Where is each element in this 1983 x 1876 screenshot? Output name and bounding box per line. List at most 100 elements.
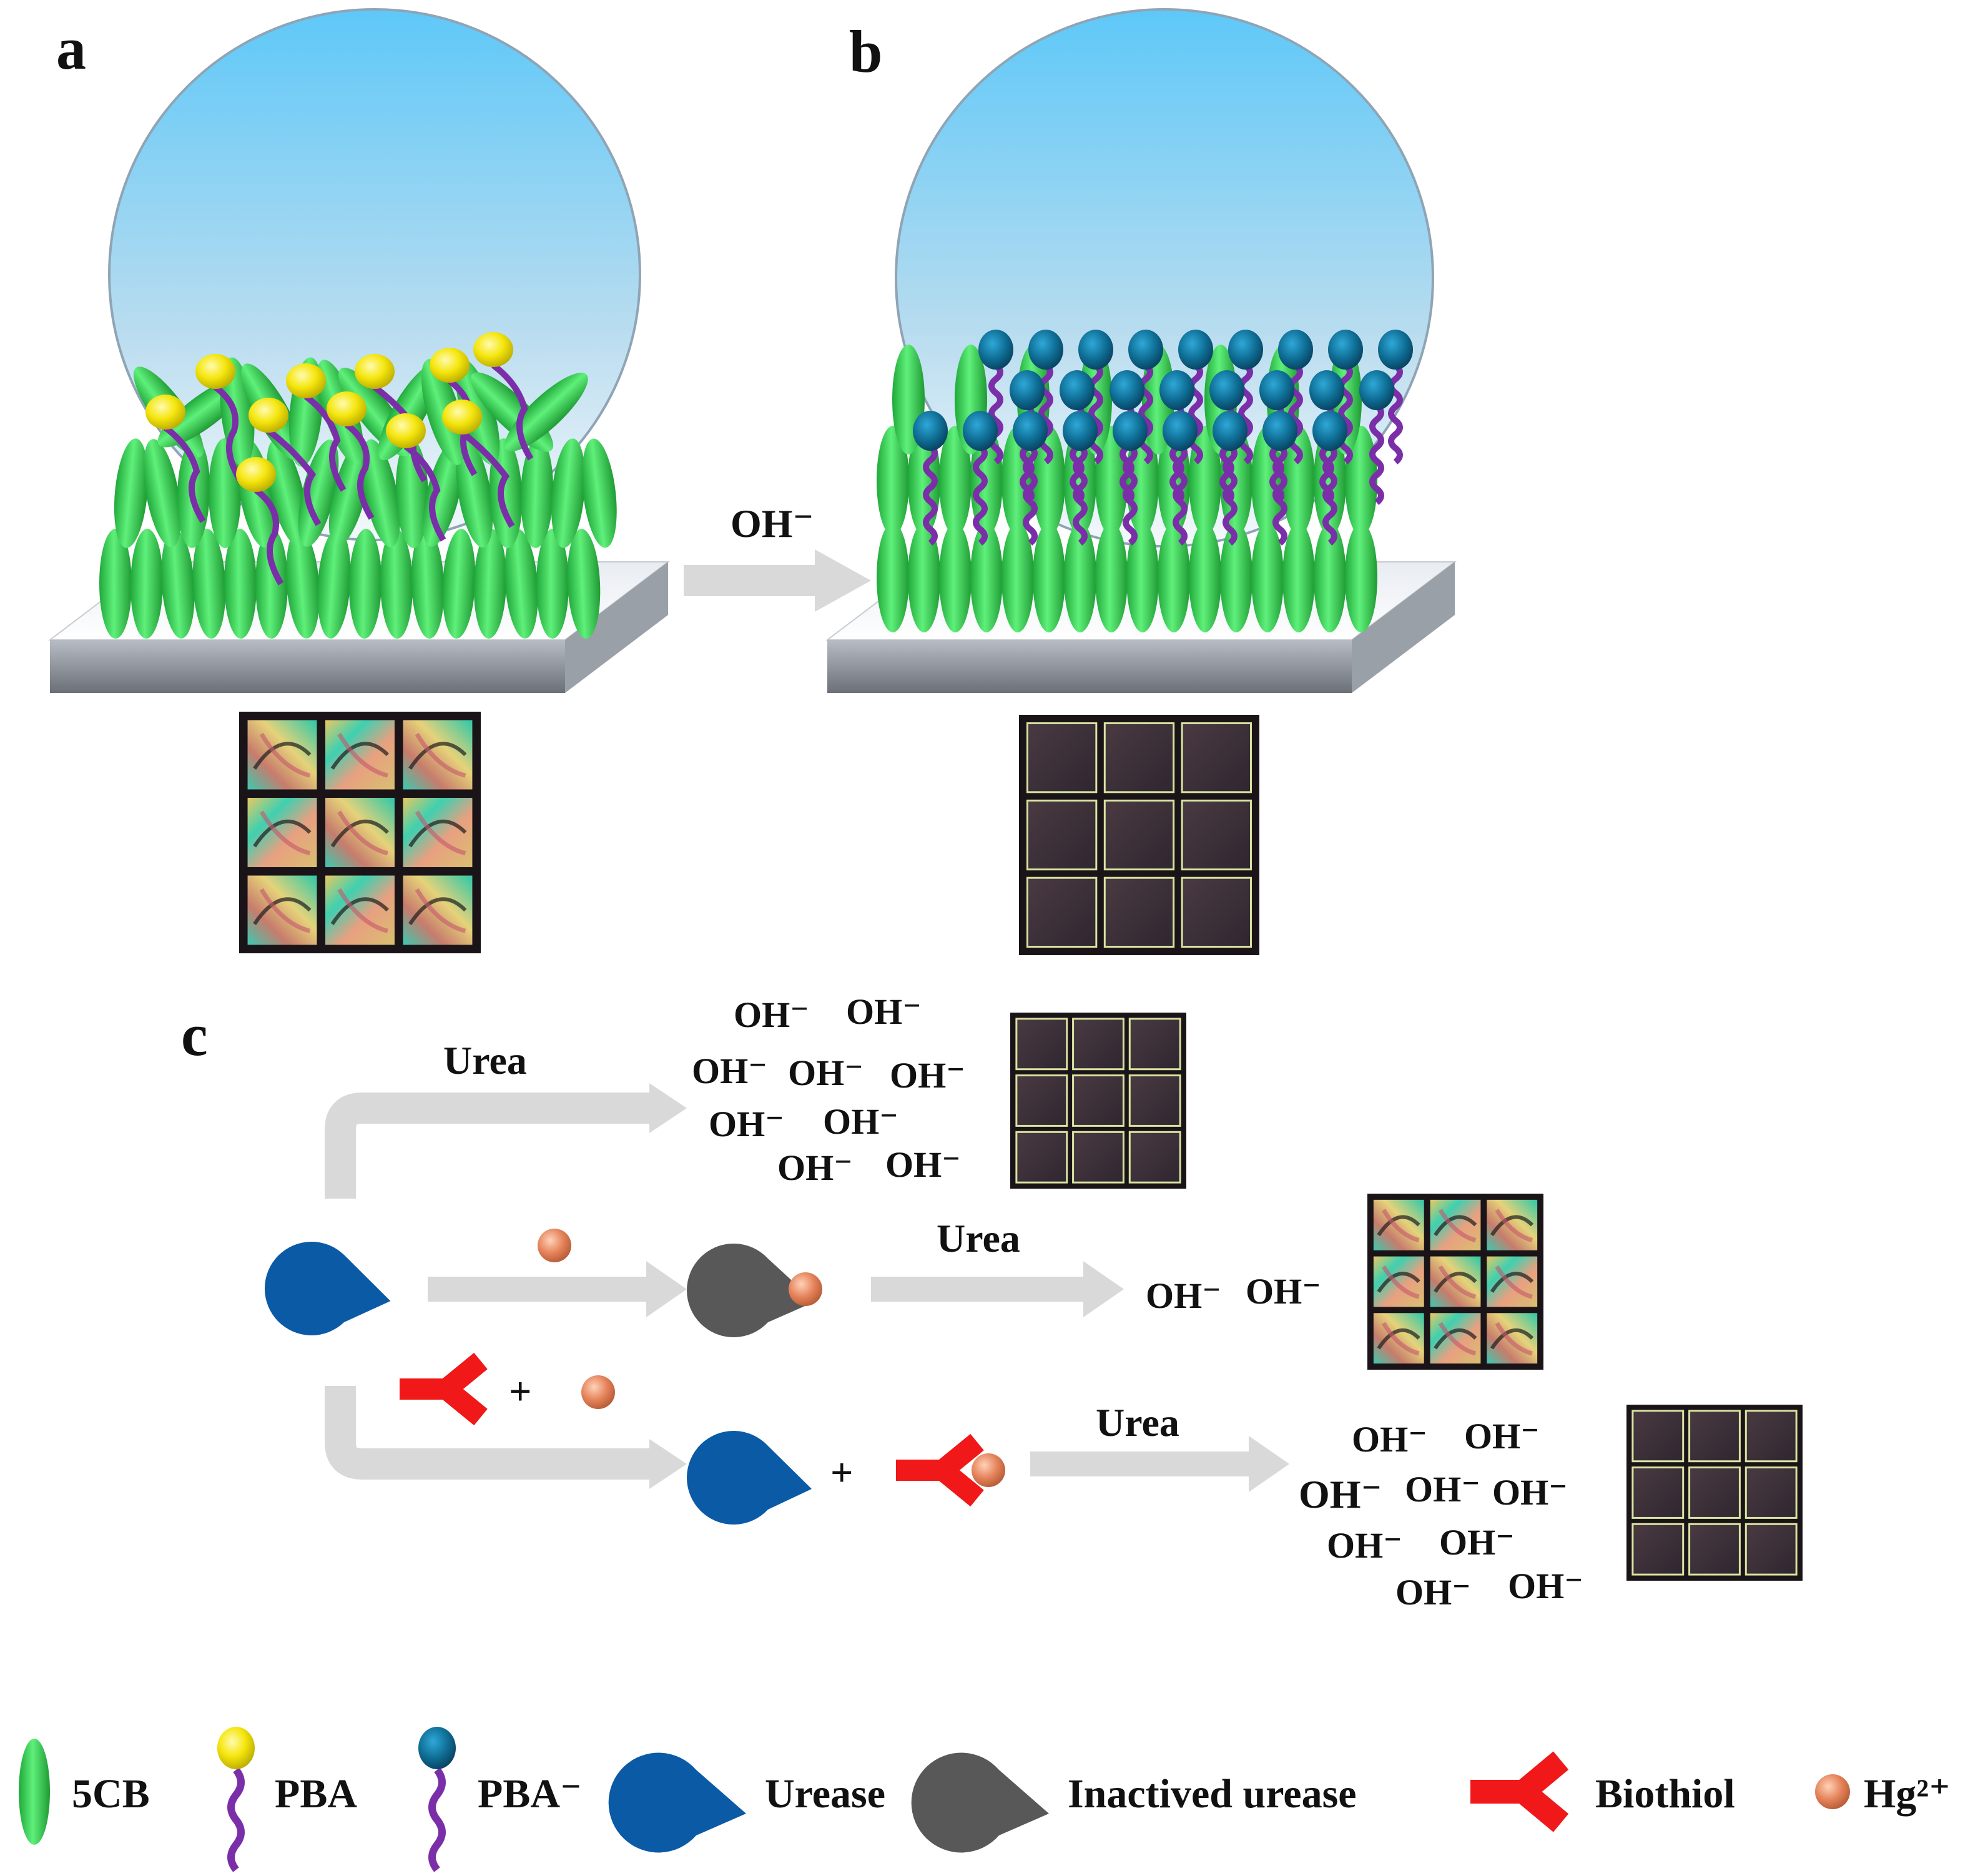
5cb-molecule <box>143 439 182 548</box>
oh-cluster-row1: OH⁻ OH⁻ OH⁻ OH⁻ OH⁻ OH⁻ OH⁻ OH⁻ OH⁻ <box>692 991 965 1188</box>
pba-ion-head <box>1113 411 1148 451</box>
urea-label-row2: Urea <box>937 1216 1020 1260</box>
5cb-molecule <box>1033 523 1065 632</box>
defect-line <box>1438 1265 1477 1299</box>
pba-ion-head <box>1262 411 1297 451</box>
pba-ion-head <box>978 330 1013 370</box>
defect-line <box>1377 1272 1420 1293</box>
pom-cell <box>325 720 395 790</box>
5cb-molecule <box>1345 426 1377 536</box>
pom-cell <box>403 798 473 867</box>
pom-cell <box>1631 1523 1685 1576</box>
pom-cell <box>1128 1131 1181 1184</box>
pba-molecules <box>145 332 534 586</box>
pom-cell <box>1015 1131 1068 1184</box>
alkyl-chain <box>1138 363 1153 464</box>
pba-ion-head <box>1213 411 1247 451</box>
alkyl-chain <box>213 385 244 483</box>
pba-ion-head-icon <box>418 1727 456 1769</box>
pba-ion-head <box>1063 411 1098 451</box>
pba-ion-head <box>1013 411 1048 451</box>
defect-line <box>1434 1215 1477 1237</box>
defect-line <box>1438 1209 1477 1242</box>
urease-icon <box>264 1242 391 1335</box>
pba-ion-head <box>1312 411 1347 451</box>
5cb-molecule <box>224 529 257 639</box>
alkyl-chain <box>491 363 534 461</box>
alkyl-chain <box>1173 444 1188 546</box>
defect-line <box>253 897 312 925</box>
chain-icon <box>428 1767 446 1872</box>
pom-cell <box>325 798 395 867</box>
pom-cell <box>1430 1256 1481 1307</box>
pba-ion-head <box>1309 370 1344 410</box>
defect-line <box>1434 1328 1477 1350</box>
legend-item-5cb: 5CB <box>19 1739 150 1845</box>
pba-ion-head <box>1010 370 1045 410</box>
legend-item-pba-ion: PBA⁻ <box>418 1727 582 1872</box>
pba-head <box>286 363 326 398</box>
svg-text:OH⁻: OH⁻ <box>1405 1469 1480 1510</box>
5cb-molecule <box>551 438 586 548</box>
5cb-molecule <box>411 529 445 639</box>
pom-cell <box>1181 799 1252 871</box>
pom-cell <box>1026 722 1098 793</box>
alkyl-chain <box>973 444 988 546</box>
pom-cell <box>1631 1410 1685 1463</box>
legend-item-biothiol: Biothiol <box>1470 1751 1735 1832</box>
inactive-urease-icon <box>911 1752 1049 1853</box>
hg-ion-icon <box>581 1375 615 1409</box>
pom-cell <box>1026 877 1098 948</box>
pom-image-dark-row1 <box>1010 1013 1186 1189</box>
pba-head <box>327 391 367 426</box>
defect-line <box>408 897 467 925</box>
pba-head <box>386 413 426 448</box>
5cb-molecule <box>130 529 164 639</box>
svg-text:Biothiol: Biothiol <box>1595 1771 1735 1817</box>
pom-cell <box>1744 1523 1798 1576</box>
5cb-molecule <box>1345 523 1377 632</box>
pom-cell <box>1015 1018 1068 1071</box>
5cb-molecule <box>1001 523 1034 632</box>
defect-line <box>1490 1215 1534 1237</box>
svg-text:OH⁻: OH⁻ <box>1395 1572 1471 1613</box>
5cb-molecule <box>582 438 617 548</box>
pom-cell <box>1373 1199 1424 1250</box>
5cb-molecule <box>1282 426 1315 536</box>
alkyl-chain <box>1188 363 1203 464</box>
alkyl-chain <box>923 444 938 546</box>
pba-ion-head <box>1359 370 1394 410</box>
legend-item-urease: Urease <box>608 1752 885 1853</box>
pom-cell <box>247 720 317 790</box>
5cb-molecule <box>1158 523 1190 632</box>
legend-item-hg: Hg²⁺ <box>1815 1771 1951 1817</box>
pom-cell <box>1744 1466 1798 1519</box>
5cb-molecule <box>114 438 149 548</box>
svg-text:OH⁻: OH⁻ <box>885 1144 961 1185</box>
lc-molecules-disordered <box>99 357 617 639</box>
5cb-molecule <box>362 439 400 548</box>
pom-cell <box>1631 1466 1685 1519</box>
defect-line <box>253 742 312 770</box>
alkyl-chain <box>1272 444 1287 546</box>
hg-ion-icon <box>1815 1774 1850 1809</box>
pom-cell <box>1487 1313 1538 1364</box>
defect-line <box>415 888 466 933</box>
svg-text:OH⁻: OH⁻ <box>1492 1472 1568 1513</box>
plus-sign-2: + <box>830 1450 853 1495</box>
svg-text:PBA: PBA <box>275 1771 357 1817</box>
svg-text:OH⁻: OH⁻ <box>823 1101 898 1142</box>
pba-ion-head <box>1328 330 1363 370</box>
reagent-oh-label: OH⁻ <box>731 501 814 546</box>
5cb-molecule <box>970 523 1003 632</box>
5cb-molecule <box>877 523 909 632</box>
pom-cell <box>247 875 317 945</box>
pba-ion-head <box>1378 330 1413 370</box>
5cb-molecule <box>504 529 538 639</box>
5cb-molecule <box>1282 523 1315 632</box>
defect-line <box>1382 1265 1420 1299</box>
5cb-molecule <box>442 529 476 639</box>
5cb-molecule <box>1064 523 1096 632</box>
arrow-row1 <box>325 1083 687 1199</box>
